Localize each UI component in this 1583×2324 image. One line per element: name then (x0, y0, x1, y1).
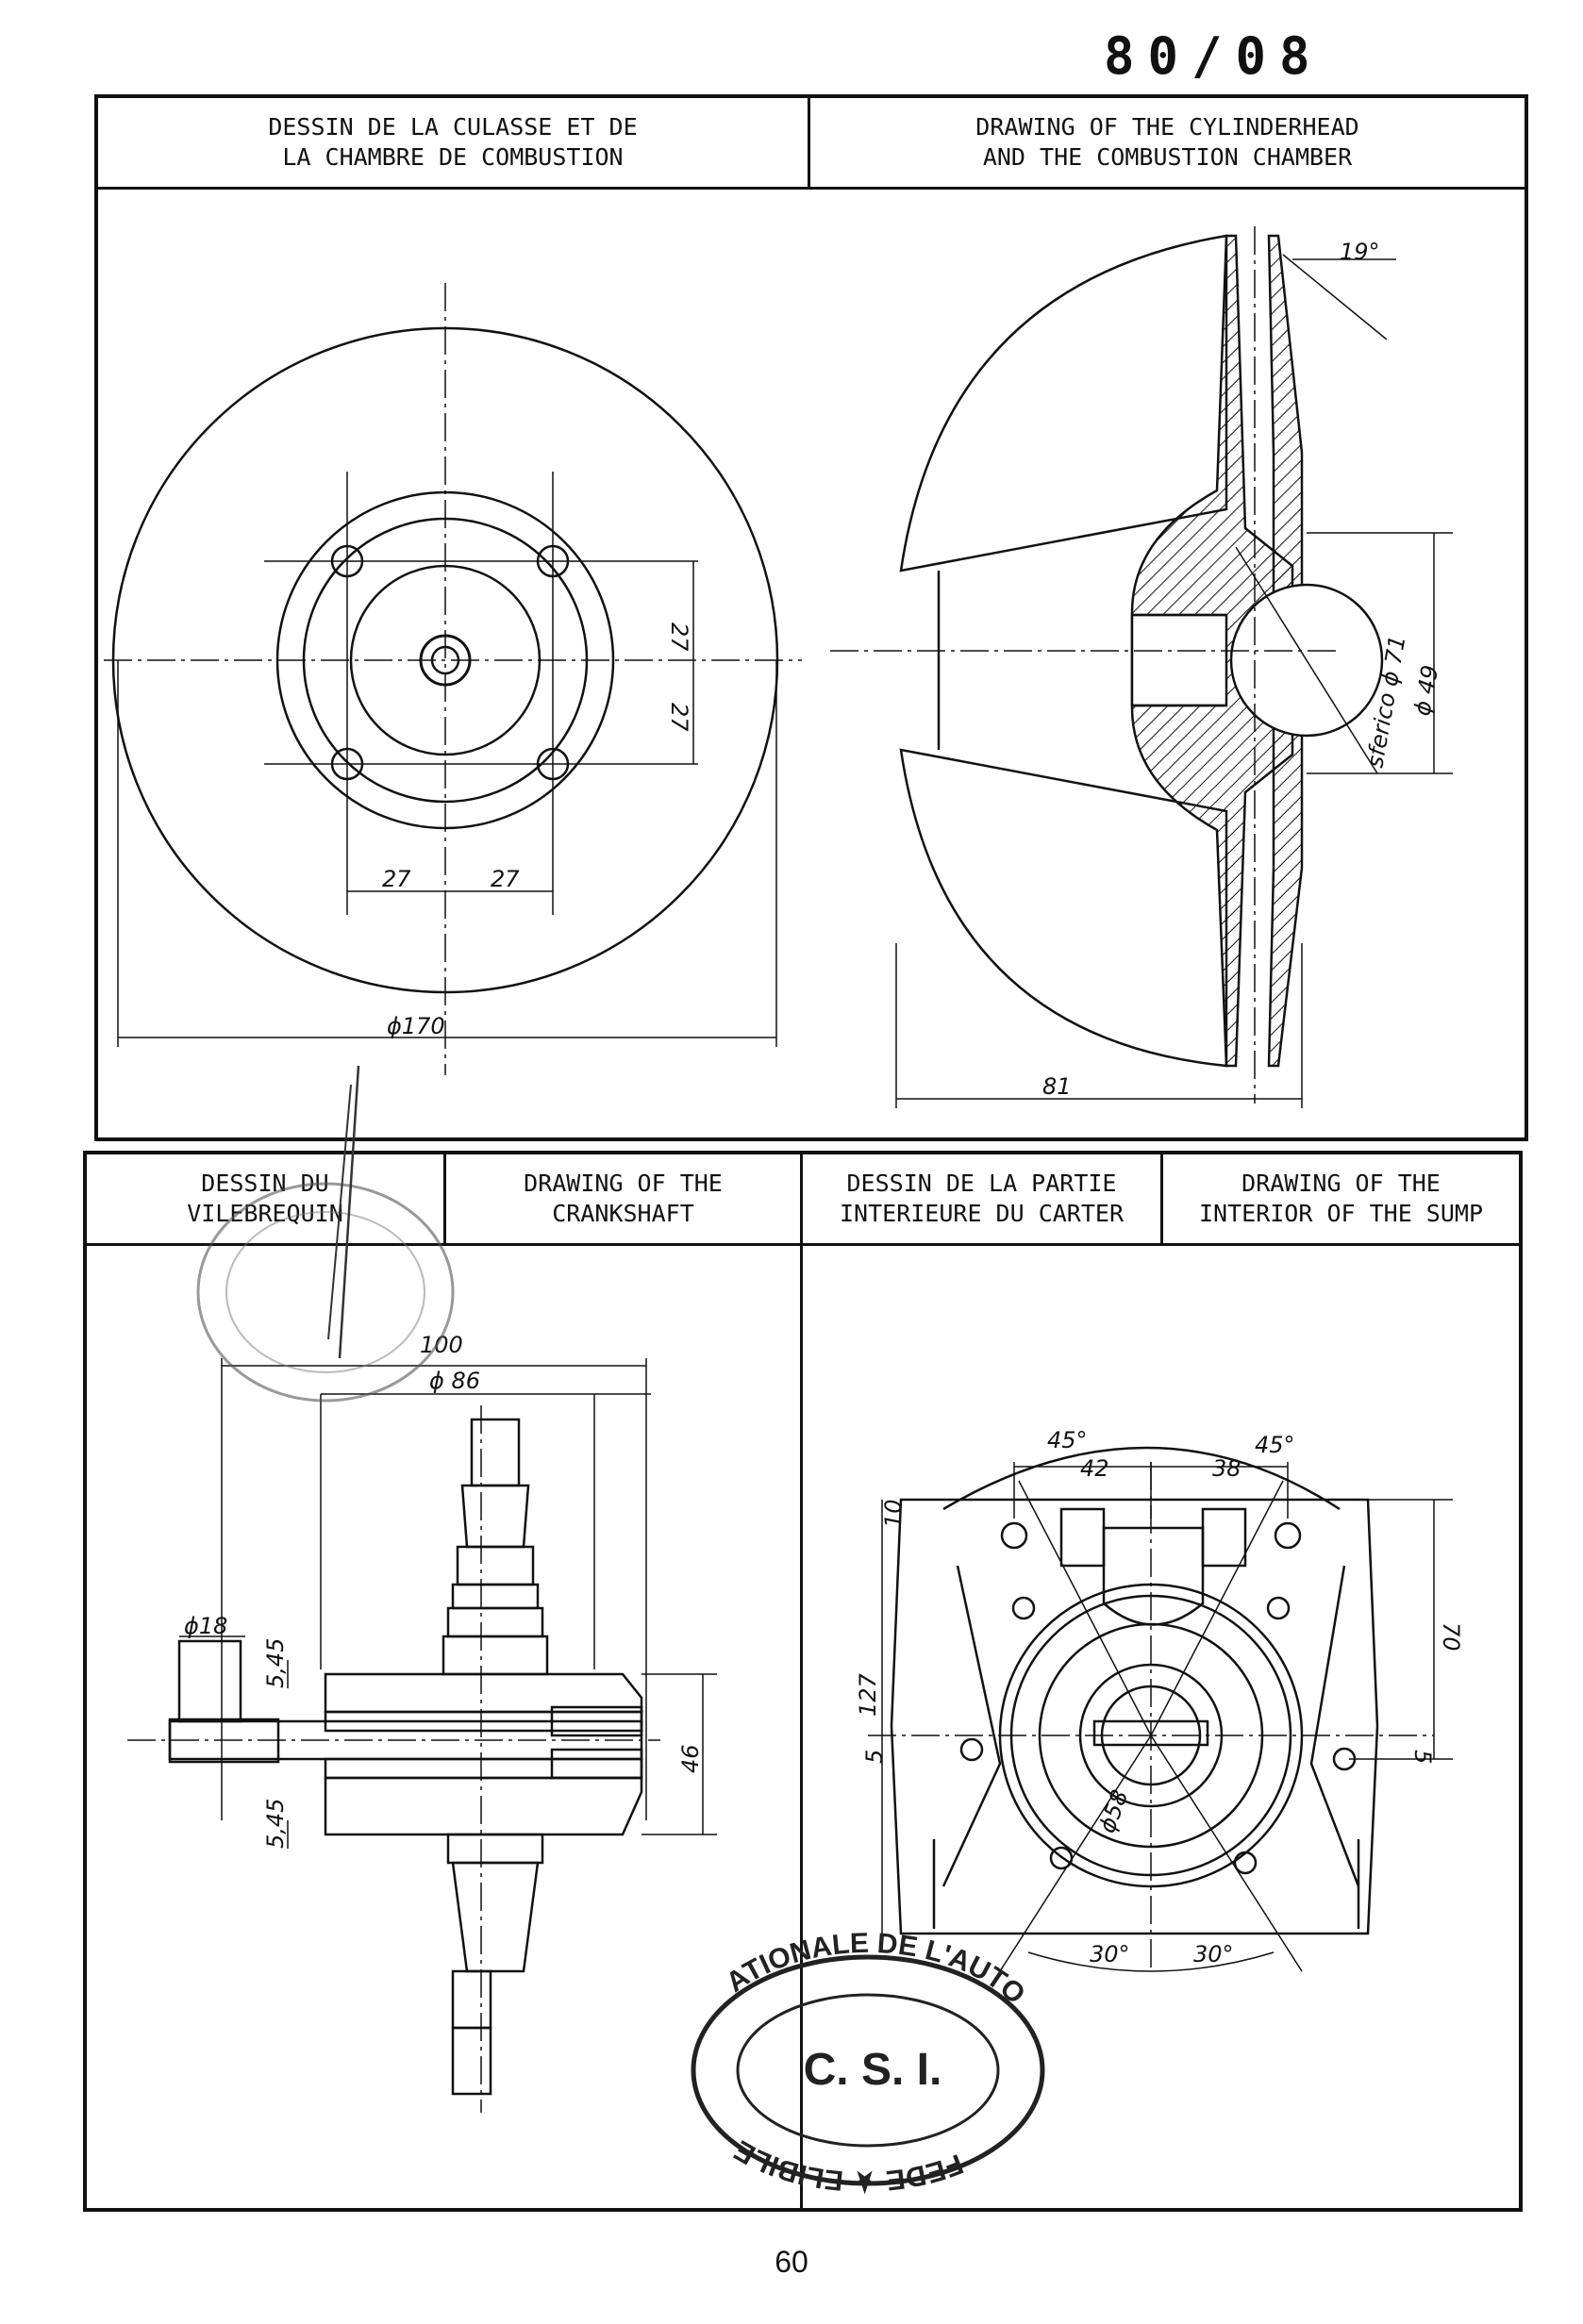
title-line: DRAWING OF THE (1241, 1170, 1441, 1197)
stamp-ring-bottom-path: FEDE ★ ELIBILE (729, 2133, 968, 2197)
dim-bolt-x1: 27 (382, 866, 411, 892)
page-number: 60 (775, 2245, 808, 2279)
title-line: DRAWING OF THE CYLINDERHEAD (975, 113, 1359, 141)
dim-sump-right-small: 5 (1409, 1750, 1436, 1764)
title-line: CRANKSHAFT (552, 1200, 694, 1227)
title-line: INTERIEURE DU CARTER (839, 1200, 1125, 1227)
crankshaft-title-fr: DESSIN DU VILEBREQUIN (87, 1154, 443, 1243)
title-line: AND THE COMBUSTION CHAMBER (982, 143, 1353, 171)
dim-bolt-y2: 27 (666, 703, 692, 732)
cylinderhead-title-fr: DESSIN DE LA CULASSE ET DE LA CHAMBRE DE… (98, 98, 808, 187)
dim-sump-angle-left: 45° (1047, 1427, 1088, 1453)
dim-head-height: 81 (1042, 1073, 1072, 1100)
sump-title-en: DRAWING OF THE INTERIOR OF THE SUMP (1163, 1154, 1519, 1243)
bottom-right-title-separator (1160, 1151, 1163, 1245)
stamp-ring-top-path: ATIONALE DE L'AUTO (721, 1928, 1031, 2011)
top-title-divider (94, 187, 1528, 190)
crankshaft-title-en: DRAWING OF THE CRANKSHAFT (446, 1154, 800, 1243)
top-title-separator (808, 94, 810, 189)
title-line: DRAWING OF THE (524, 1170, 723, 1197)
dim-crank-stroke: 46 (677, 1744, 704, 1773)
dim-bolt-x2: 27 (491, 866, 520, 892)
dim-bolt-y1: 27 (666, 622, 692, 652)
title-line: DESSIN DE LA PARTIE (846, 1170, 1117, 1197)
title-line: VILEBREQUIN (187, 1200, 343, 1227)
dim-crank-pin-diameter: ϕ18 (184, 1613, 227, 1639)
bottom-panel-frame (83, 1151, 1523, 2212)
dim-sump-left-height: 127 (855, 1672, 881, 1717)
title-line: DESSIN DE LA CULASSE ET DE (268, 113, 638, 141)
bottom-center-divider (800, 1151, 803, 2212)
dim-head-angle: 19° (1340, 239, 1380, 265)
sump-title-fr: DESSIN DE LA PARTIE INTERIEURE DU CARTER (803, 1154, 1160, 1243)
title-line: LA CHAMBRE DE COMBUSTION (282, 143, 624, 171)
dim-sump-right-height: 70 (1438, 1622, 1464, 1652)
stamp-center-text: C. S. I. (804, 2045, 942, 2095)
dim-crank-web-diameter: ϕ 86 (429, 1368, 480, 1394)
bottom-title-divider (83, 1243, 1523, 1246)
bottom-left-title-separator (443, 1151, 446, 1245)
dim-diameter: ϕ170 (387, 1013, 445, 1039)
stamp-ring-bottom: FEDE ★ ELIBILE (729, 2133, 968, 2197)
dim-crank-web-top: 5,45 (262, 1638, 289, 1688)
dim-sump-width-right: 38 (1212, 1455, 1241, 1482)
top-panel-frame (94, 94, 1528, 1141)
stamp-ring-top: ATIONALE DE L'AUTO (721, 1928, 1031, 2011)
document-number: 80/08 (1104, 26, 1324, 86)
dim-sump-angle-right: 45° (1255, 1432, 1295, 1458)
cylinderhead-title-en: DRAWING OF THE CYLINDERHEAD AND THE COMB… (810, 98, 1525, 187)
dim-sump-angle-bottom-left: 30° (1090, 1941, 1130, 1967)
dim-sump-left-small: 5 (861, 1750, 888, 1764)
title-line: INTERIOR OF THE SUMP (1198, 1200, 1484, 1227)
dim-sump-angle-bottom-right: 30° (1193, 1941, 1234, 1967)
title-line: DESSIN DU (201, 1170, 329, 1197)
dim-sump-top: 10 (880, 1499, 907, 1528)
dim-crank-web-bottom: 5,45 (262, 1799, 289, 1849)
dim-sump-width-left: 42 (1080, 1455, 1109, 1482)
